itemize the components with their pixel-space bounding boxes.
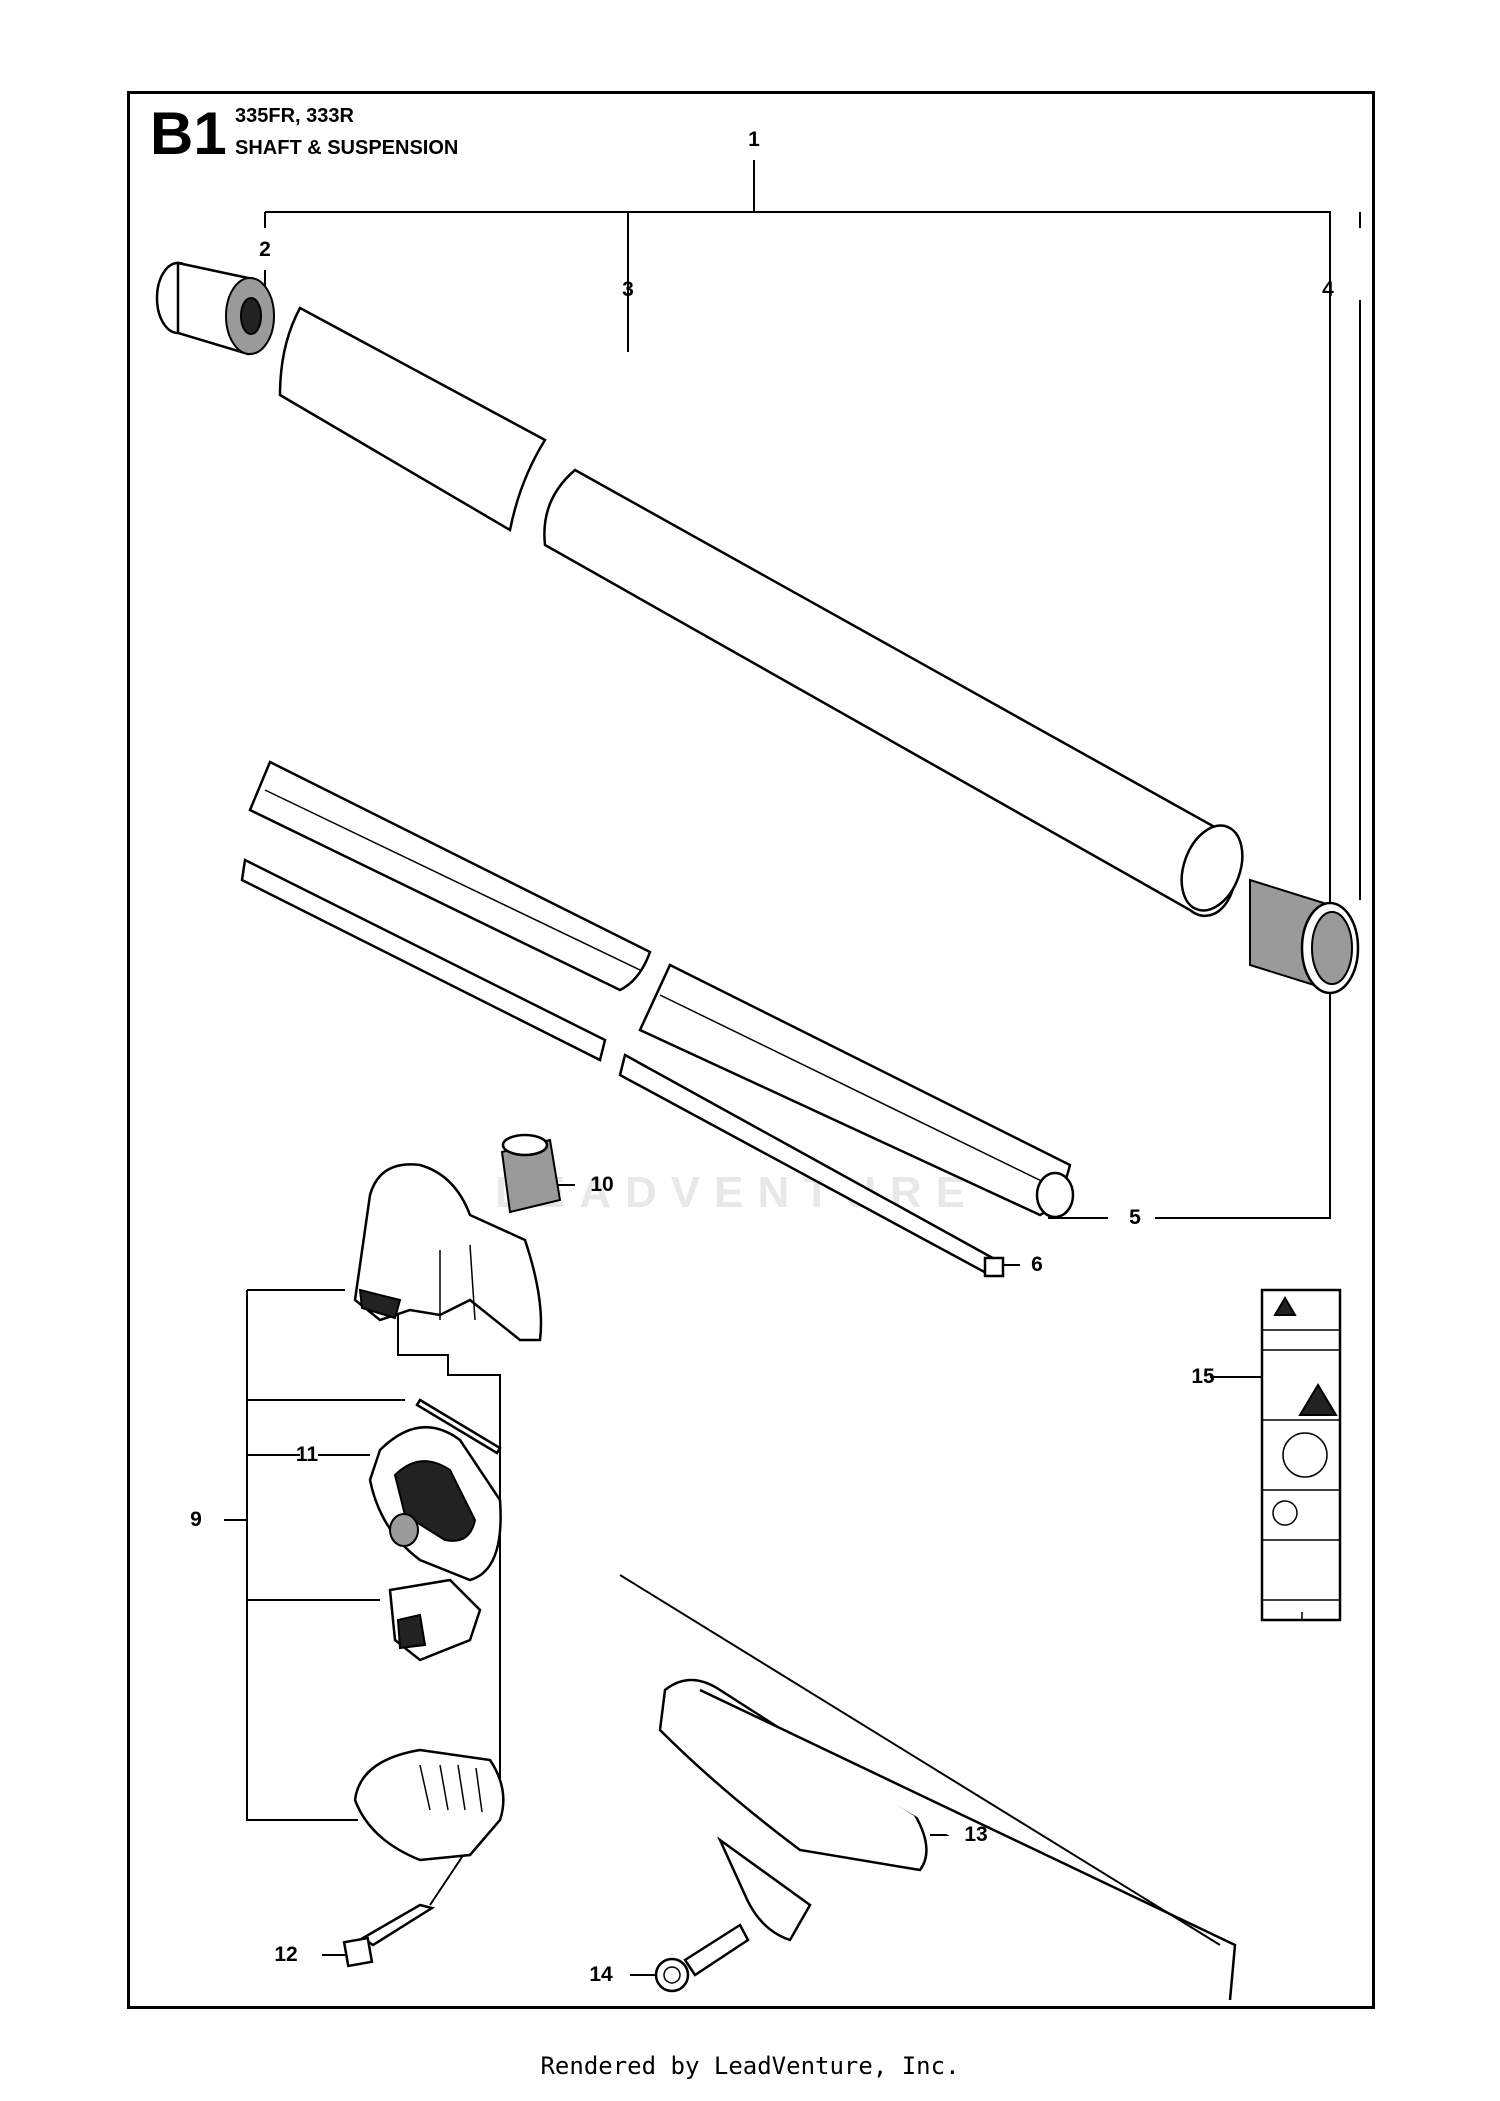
callout-12: 12 — [274, 1943, 298, 1966]
part-11-handle — [368, 1425, 502, 1582]
part-9-clamp-upper — [353, 1163, 543, 1342]
model-numbers: 335FR, 333R — [235, 105, 354, 127]
diagram-title: SHAFT & SUSPENSION — [235, 137, 459, 159]
callout-1: 1 — [748, 128, 760, 151]
section-code: B1 — [150, 100, 227, 167]
footer-credit: Rendered by LeadVenture, Inc. — [540, 2052, 960, 2080]
callout-3: 3 — [622, 278, 634, 301]
part-12-bolt — [342, 1903, 436, 1968]
leader-lines — [224, 160, 1361, 1976]
part-9-clip — [388, 1578, 482, 1662]
callout-13: 13 — [964, 1823, 988, 1846]
part-13-bracket — [619, 1574, 1237, 2001]
part-14-screw — [654, 1923, 750, 1993]
part-10-insert — [500, 1133, 562, 1214]
part-2-end-cap — [155, 261, 275, 356]
callout-5: 5 — [1129, 1206, 1141, 1229]
callout-11: 11 — [295, 1443, 319, 1466]
part-6-drive-shaft — [240, 858, 1005, 1278]
callout-9: 9 — [190, 1508, 202, 1531]
part-3-tube — [278, 306, 1244, 918]
part-9-clamp-lower — [353, 1748, 505, 1862]
part-9-pin — [415, 1398, 502, 1455]
callout-10: 10 — [590, 1173, 614, 1196]
callout-14: 14 — [589, 1963, 613, 1986]
part-4-end-cap — [1249, 878, 1360, 995]
diagram-frame — [127, 91, 1375, 2009]
part-5-rail — [248, 760, 1075, 1219]
part-15-decal — [1260, 1288, 1342, 1622]
callout-15: 15 — [1191, 1365, 1215, 1388]
callout-6: 6 — [1031, 1253, 1043, 1276]
callout-4: 4 — [1322, 278, 1334, 301]
callout-2: 2 — [259, 238, 271, 261]
